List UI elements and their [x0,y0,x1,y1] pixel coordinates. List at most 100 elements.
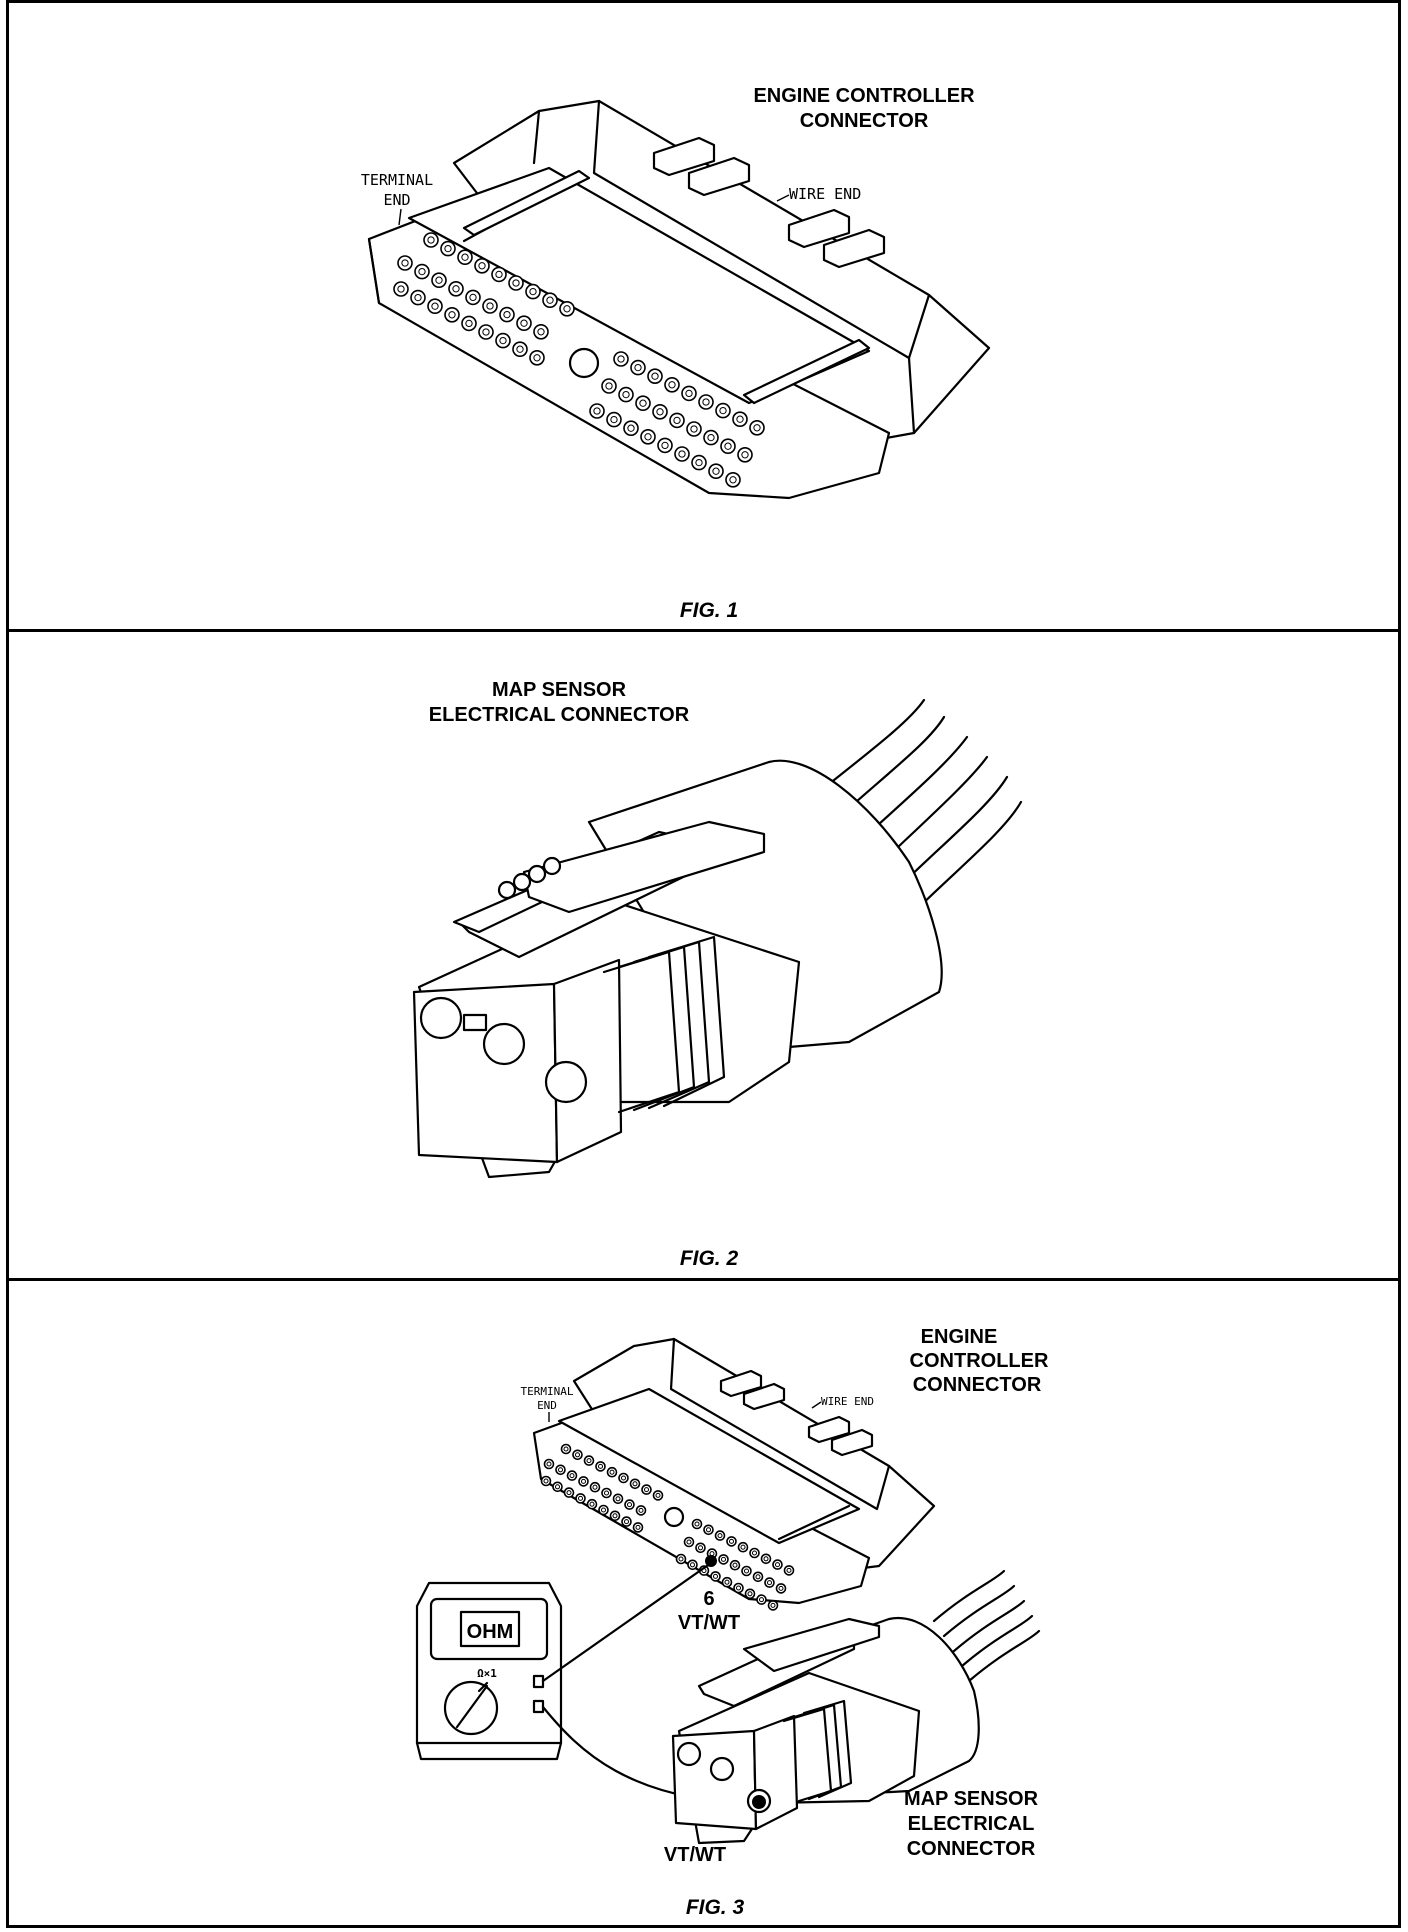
pin-cavity-inner [751,1550,758,1556]
pin-cavity-inner [755,1574,761,1580]
pin-cavity-inner [418,267,426,276]
pin-cavity-inner [478,262,486,270]
pin-cavity [749,1547,760,1559]
pin-cavity [393,281,409,297]
terminal-pin-cavities [540,1443,795,1611]
pin-cavity-inner [520,319,528,327]
figure-2-drawing: MAP SENSOR ELECTRICAL CONNECTOR FIG. 2 [412,679,1023,1270]
pin-cavity-inner [635,1524,641,1530]
pin-cavity-inner [592,1484,598,1490]
pin-cavity-inner [651,372,659,380]
pin-cavity-inner [577,1495,584,1501]
pin-cavity-inner [563,305,571,313]
pin-cavity-inner [695,458,703,467]
figure-3-drawing: TERMINAL END WIRE END ENGINE CONTROLLER … [415,1326,1049,1919]
pin-cavity-inner [600,1507,607,1513]
figure-caption: FIG. 3 [686,1896,745,1919]
pin-cavity [583,1455,595,1466]
pin-cavity-inner [557,1467,564,1473]
ecc-title-line1: ENGINE [921,1326,998,1348]
pin-cavity [674,446,690,462]
pin-cavity [542,292,558,309]
pin-cavity-inner [620,1475,627,1481]
wire-color-bottom-label: VT/WT [664,1844,726,1866]
pin-cavity-inner [610,415,618,424]
pin-cavity-inner [495,270,503,279]
pin-cavity [512,341,528,358]
pin-cavity [756,1594,767,1605]
pin-cavity [525,283,541,300]
pin-cavity [589,403,605,419]
pin-cavity-inner [697,1545,704,1551]
pin-cavity-inner [644,433,652,441]
pin-cavity [529,349,545,366]
pin-cavity [606,1466,618,1478]
pin-cavity [465,289,481,306]
pin-cavity-inner [401,259,409,267]
pin-cavity-inner [678,450,686,458]
pin-number-label: 6 [703,1588,714,1610]
pin-cavity [767,1600,779,1611]
pin-cavity [752,1571,764,1583]
pin-cavity [578,1476,589,1487]
pin-cavity [632,1522,644,1533]
pin-cavity-inner [720,1556,727,1562]
pin-cavity [474,257,490,274]
map-sensor-connector-illustration [412,698,1023,1179]
terminal-end-leader [398,208,402,226]
wire-color-top-label: VT/WT [678,1612,740,1634]
pin-cavity-inner [728,1538,735,1544]
pin-cavity-inner [735,1585,742,1591]
pin-cavity-inner [586,1458,592,1464]
pin-cavity-inner [717,1533,723,1539]
figure-1-panel: ENGINE CONTROLLER CONNECTOR TERMINAL END… [6,0,1401,632]
pin-cavity [703,429,719,446]
pin-cavity [448,280,464,297]
pin-cavity [621,1516,632,1527]
pin-cavity-inner [414,293,422,302]
pin-cavity-inner [546,1461,552,1467]
pin-cavity [566,1470,578,1481]
pin-cavity-inner [512,279,520,287]
pin-cavity-inner [729,476,737,484]
meter-dial-label: Ω×1 [477,1667,497,1680]
pin-cavity-inner [529,287,537,296]
pin-cavity [543,1458,555,1470]
figure-2-panel: MAP SENSOR ELECTRICAL CONNECTOR FIG. 2 [6,629,1401,1281]
pin-cavity-inner [741,451,749,459]
pin-cavity-inner [732,1562,738,1568]
pin-cavity [718,1554,729,1565]
pin-cavity [675,1553,687,1565]
pin-cavity [623,420,639,437]
pin-cavity [563,1487,575,1498]
pin-cavity-inner [537,328,545,336]
pin-cavity [606,411,622,428]
pin-cavity-inner [753,424,761,432]
pin-cavity [741,1565,752,1577]
pin-cavity-inner [705,1527,712,1533]
pin-cavity-inner [563,1446,569,1452]
pin-cavity-inner [626,1502,633,1508]
pin-cavity-inner [712,1573,719,1579]
pin-cavity-inner [668,381,676,389]
pin-cavity [598,1504,609,1516]
pin-cavity [652,1490,664,1501]
pin-cavity [410,289,426,306]
pin-cavity [635,1505,647,1516]
pin-cavity-inner [566,1490,572,1496]
pin-cavity-inner [685,389,693,398]
pin-cavity [495,332,511,349]
pin-cavity [427,298,443,315]
wire-end-leader [776,194,790,202]
pin-cavity [691,1518,703,1530]
pin-cavity [499,306,515,323]
pin-cavity-inner [694,1521,700,1527]
pin-cavity-inner [774,1562,781,1568]
pin-cavity-inner [627,424,635,432]
pin-cavity-inner [770,1602,776,1608]
pin-cavity-inner [758,1597,765,1603]
pin-cavity [681,385,697,402]
pin-cavity-inner [778,1585,784,1591]
connector-title-line2: CONNECTOR [800,110,929,132]
